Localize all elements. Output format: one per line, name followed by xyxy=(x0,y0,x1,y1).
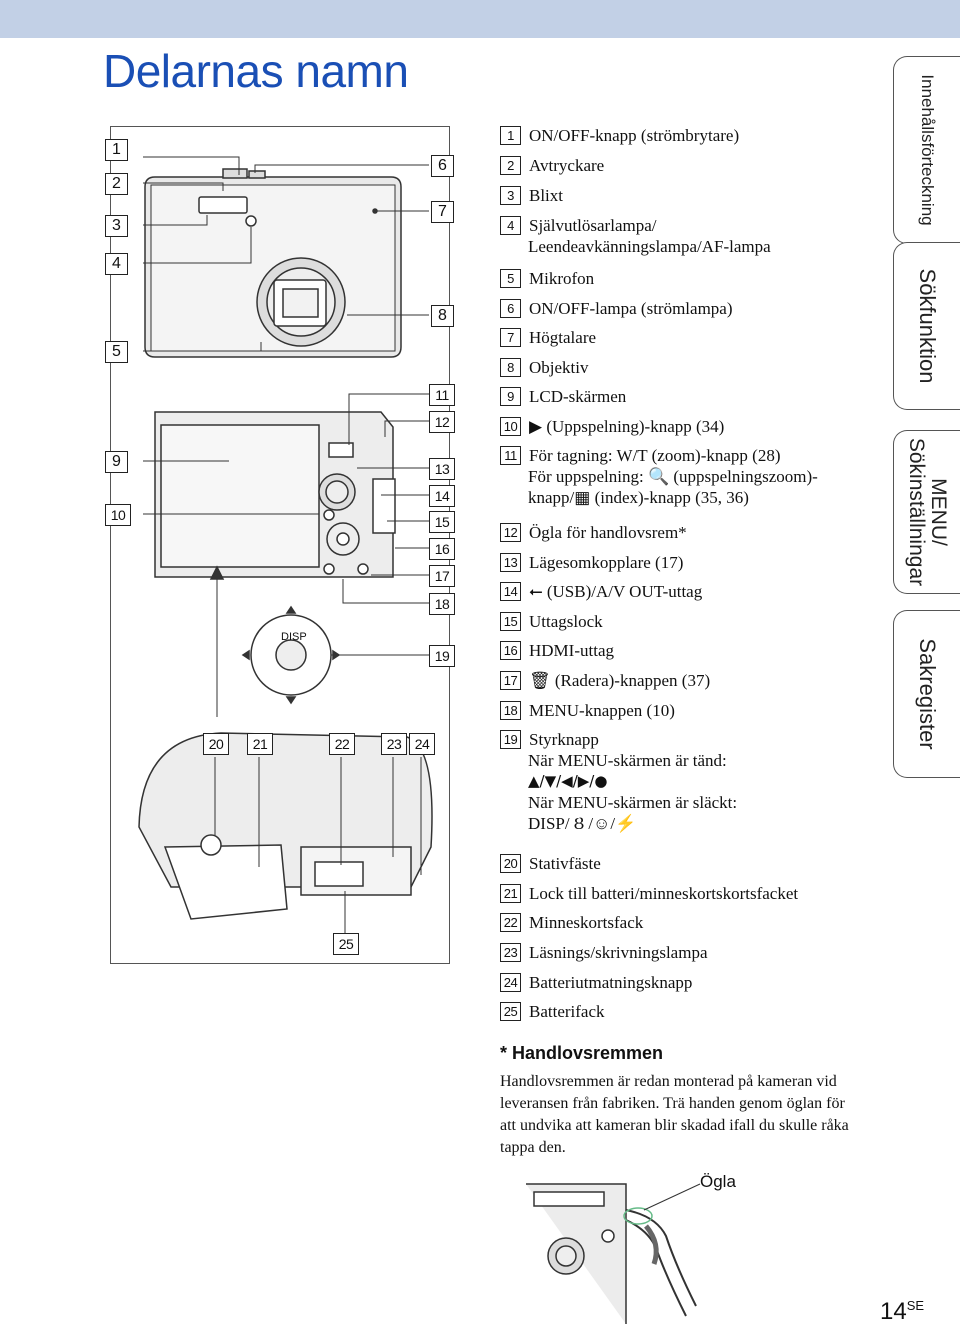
tab-index-label: Sakregister xyxy=(915,638,940,750)
figure-number: 18 xyxy=(429,593,455,615)
figure-number: 1 xyxy=(105,139,128,161)
figure-number: 4 xyxy=(105,253,128,275)
list-item: 17🗑 (Radera)-knappen (37) xyxy=(500,670,710,691)
tab-contents-label: Innehållsförteckning xyxy=(918,74,937,226)
control-pad-disp-label: DISP xyxy=(281,631,307,643)
figure-number: 22 xyxy=(329,733,355,755)
page-number-suffix: SE xyxy=(906,1298,925,1313)
tab-search[interactable]: Sökfunktion xyxy=(893,242,960,410)
list-item: 14⭠ (USB)/A/V OUT-uttag xyxy=(500,581,702,602)
list-item: 10▶ (Uppspelning)-knapp (34) xyxy=(500,416,724,437)
figure-number: 19 xyxy=(429,645,455,667)
figure-number: 15 xyxy=(429,511,455,533)
note-body: Handlovsremmen är redan monterad på kame… xyxy=(500,1073,849,1156)
top-banner xyxy=(0,0,960,38)
page-number: 14SE xyxy=(880,1298,925,1325)
camera-figure: DISP 1 2 3 4 5 6 7 8 9 10 11 12 13 14 15… xyxy=(105,126,455,964)
page-title: Delarnas namn xyxy=(103,45,409,97)
tab-index[interactable]: Sakregister xyxy=(893,610,960,778)
figure-number: 21 xyxy=(247,733,273,755)
figure-number: 24 xyxy=(409,733,435,755)
figure-number: 14 xyxy=(429,485,455,507)
figure-number: 11 xyxy=(429,384,455,406)
tab-contents[interactable]: Innehållsförteckning xyxy=(893,56,960,244)
figure-number: 8 xyxy=(431,305,454,327)
tab-search-label: Sökfunktion xyxy=(915,268,940,384)
figure-number: 9 xyxy=(105,451,128,473)
strap-illustration xyxy=(526,1183,701,1324)
figure-number: 17 xyxy=(429,565,455,587)
figure-number: 12 xyxy=(429,411,455,433)
camera-illustration xyxy=(138,156,433,945)
figure-number: 5 xyxy=(105,341,128,363)
tab-menu-settings-label: MENU/ Sökinställningar xyxy=(905,437,950,587)
figure-number: 2 xyxy=(105,173,128,195)
figure-number: 10 xyxy=(105,504,131,526)
figure-number: 3 xyxy=(105,215,128,237)
figure-number: 25 xyxy=(333,933,359,955)
figure-number: 23 xyxy=(381,733,407,755)
figure-number: 7 xyxy=(431,201,454,223)
figure-number: 13 xyxy=(429,458,455,480)
figure-number: 16 xyxy=(429,538,455,560)
figure-number: 6 xyxy=(431,155,454,177)
note-heading: * Handlovsremmen xyxy=(500,1043,664,1063)
figure-number: 20 xyxy=(203,733,229,755)
tab-menu-settings[interactable]: MENU/ Sökinställningar xyxy=(893,430,960,594)
strap-loop-label: Ögla xyxy=(700,1172,736,1191)
